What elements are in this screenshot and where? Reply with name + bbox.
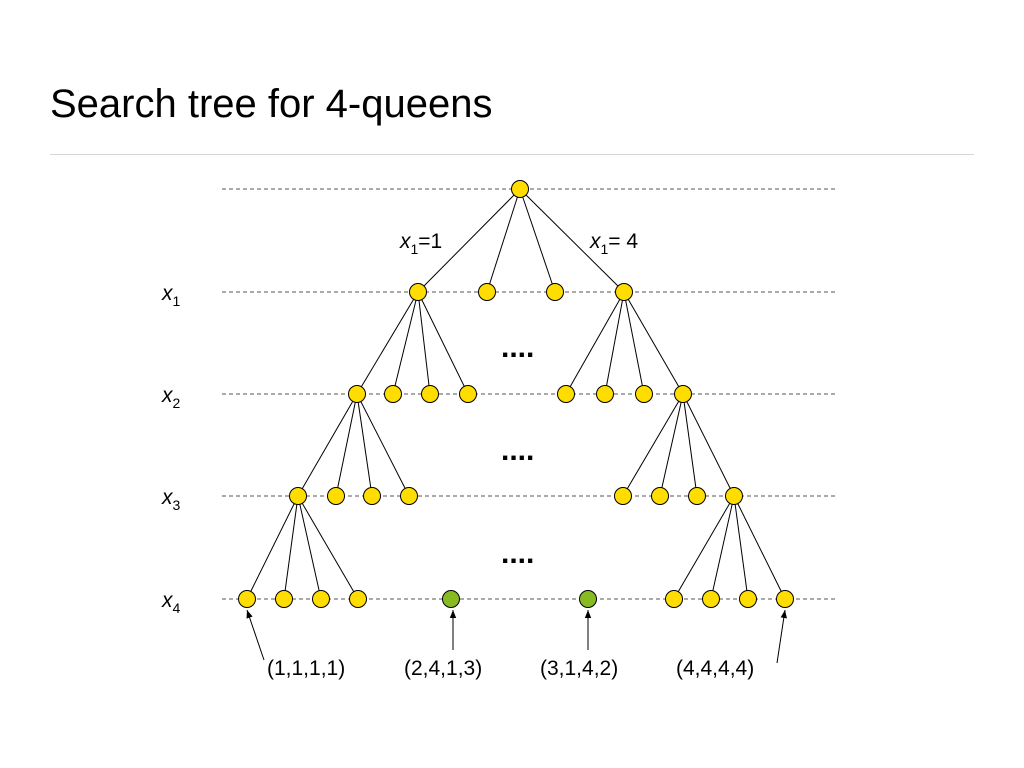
tree-node bbox=[348, 385, 366, 403]
tree-node bbox=[688, 487, 706, 505]
leaf-pointer-arrow bbox=[449, 610, 457, 650]
tree-edge bbox=[682, 393, 735, 497]
leaf-pointer-arrow bbox=[776, 609, 787, 664]
tree-node bbox=[776, 590, 794, 608]
tree-node bbox=[557, 385, 575, 403]
leaf-label-4444: (4,4,4,4) bbox=[676, 657, 754, 680]
tree-node bbox=[674, 385, 692, 403]
solution-node bbox=[579, 590, 597, 608]
tree-node bbox=[596, 385, 614, 403]
solution-node bbox=[442, 590, 460, 608]
tree-edge bbox=[297, 495, 322, 600]
tree-edge bbox=[622, 393, 684, 497]
tree-edge bbox=[682, 393, 698, 497]
tree-node bbox=[614, 487, 632, 505]
tree-edge bbox=[392, 291, 419, 395]
level-label-x2: x2 bbox=[161, 384, 181, 411]
branch-label-x1-equals-4: x1= 4 bbox=[589, 230, 638, 257]
tree-node bbox=[725, 487, 743, 505]
leaf-pointer-arrow bbox=[246, 609, 265, 661]
tree-node bbox=[275, 590, 293, 608]
ellipsis-x2: .... bbox=[501, 331, 534, 364]
tree-node bbox=[384, 385, 402, 403]
branch-label-x1-equals-1: x1=1 bbox=[399, 230, 442, 257]
tree-node bbox=[421, 385, 439, 403]
tree-edge bbox=[297, 495, 359, 600]
tree-node bbox=[400, 487, 418, 505]
tree-node bbox=[478, 283, 496, 301]
ellipsis-x3: .... bbox=[501, 434, 534, 467]
tree-node bbox=[546, 283, 564, 301]
tree-edge bbox=[623, 291, 684, 395]
tree-node bbox=[327, 487, 345, 505]
tree-edge bbox=[604, 291, 625, 395]
tree-edge bbox=[246, 495, 299, 600]
tree-edge bbox=[356, 291, 419, 395]
tree-edge bbox=[519, 188, 625, 293]
tree-node bbox=[238, 590, 256, 608]
tree-node bbox=[289, 487, 307, 505]
tree-edge bbox=[659, 393, 684, 497]
level-label-x4: x4 bbox=[161, 589, 181, 616]
tree-edge bbox=[417, 291, 469, 395]
tree-node bbox=[702, 590, 720, 608]
ellipsis-x4: .... bbox=[501, 537, 534, 570]
tree-edge bbox=[519, 188, 556, 293]
leaf-label-2413: (2,4,1,3) bbox=[404, 657, 482, 680]
tree-node bbox=[511, 180, 529, 198]
level-label-x1: x1 bbox=[161, 282, 181, 309]
tree-edge bbox=[417, 291, 431, 395]
leaf-label-3142: (3,1,4,2) bbox=[540, 657, 618, 680]
tree-edge bbox=[623, 291, 645, 395]
tree-edge bbox=[297, 393, 358, 497]
tree-edge bbox=[283, 495, 299, 600]
tree-edge bbox=[710, 495, 735, 600]
leaf-pointer-arrow bbox=[584, 610, 592, 650]
leaf-label-1111: (1,1,1,1) bbox=[267, 657, 345, 680]
tree-node bbox=[459, 385, 477, 403]
tree-node bbox=[635, 385, 653, 403]
tree-edge bbox=[417, 188, 521, 293]
level-label-x3: x3 bbox=[161, 486, 181, 513]
tree-edge bbox=[733, 495, 749, 600]
tree-edge bbox=[486, 188, 521, 293]
tree-node bbox=[615, 283, 633, 301]
tree-node bbox=[312, 590, 330, 608]
tree-edge bbox=[356, 393, 373, 497]
tree-node bbox=[409, 283, 427, 301]
tree-edge bbox=[335, 393, 358, 497]
slide-title: Search tree for 4-queens bbox=[50, 82, 493, 126]
tree-node bbox=[349, 590, 367, 608]
tree-node bbox=[739, 590, 757, 608]
tree-node bbox=[651, 487, 669, 505]
tree-edge bbox=[673, 495, 735, 600]
tree-node bbox=[665, 590, 683, 608]
tree-edge bbox=[565, 291, 625, 395]
tree-edge bbox=[733, 495, 786, 600]
title-divider bbox=[50, 154, 974, 155]
tree-node bbox=[363, 487, 381, 505]
tree-edge bbox=[356, 393, 410, 497]
